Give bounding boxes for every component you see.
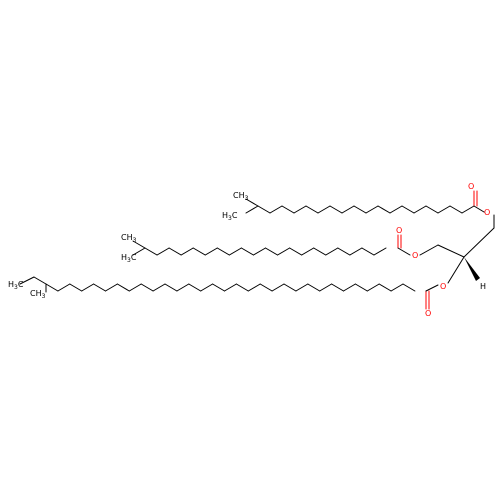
bond-8 [329,205,343,214]
bond-74 [283,283,297,292]
bond-76 [307,283,321,292]
bond-48 [397,247,411,256]
bond-62 [140,283,154,292]
bond-82 [378,283,392,292]
wedge-bond [464,257,480,281]
bond-61 [128,283,142,292]
ch3-label-top: CH3 [233,191,249,202]
bond-36 [265,247,279,256]
bond-79 [343,283,356,292]
bond-75 [295,283,309,292]
bond-80 [354,283,368,292]
bond-29 [180,247,194,256]
bond-24 [132,240,146,249]
bond-84 [402,283,416,292]
bond-33 [228,247,242,256]
bond-52 [33,276,47,285]
bond-73 [271,283,285,292]
ester-oxygen-3: O [440,282,446,291]
h3c-label-middle: H3C [121,253,137,264]
h3c-label-ethyl: H3C [8,280,24,291]
bond-28 [168,247,182,256]
bond-38 [289,247,303,256]
bond-58 [93,283,106,292]
bond-70 [235,283,249,292]
bond-6 [305,205,319,214]
ch3-label-middle: CH3 [121,233,137,244]
bond-78 [331,283,344,292]
bond-16 [425,205,439,214]
bond-49 [419,244,439,256]
bond-55 [57,283,71,292]
bond-12 [377,205,391,214]
carbonyl-oxygen-1: O [468,182,474,191]
bond-34 [240,247,254,256]
bond-71 [247,283,261,292]
bond-15 [413,205,427,214]
bond-37 [277,247,291,256]
bond-27 [156,247,170,256]
bond-68 [212,283,225,292]
bond-13 [389,205,403,214]
bond-19 [461,205,475,214]
stereo-hydrogen: H [480,282,486,291]
h3c-label-top: H3C [222,211,238,222]
bond-32 [216,247,230,256]
bond-81 [366,283,380,292]
bond-88 [447,256,465,284]
bond-67 [200,283,214,292]
bond-11 [365,205,379,214]
bond-57 [81,283,95,292]
ch3-label-bottom: CH3 [30,289,46,300]
bond-41 [325,247,339,256]
bond-44 [361,247,375,256]
bond-9 [341,205,355,214]
bond-layer [19,190,495,310]
bond-14 [401,205,415,214]
bond-59 [105,283,118,292]
bond-18 [449,205,463,214]
bond-22 [473,205,485,213]
bond-40 [313,247,327,256]
bond-30 [192,247,206,256]
bond-2 [257,205,271,214]
bond-65 [176,283,190,292]
bond-42 [337,247,351,256]
ester-oxygen-2: O [412,251,418,260]
bond-17 [437,205,451,214]
bond-39 [301,247,315,256]
bond-43 [349,247,363,256]
bond-69 [224,283,237,292]
bond-63 [152,283,166,292]
bond-4 [281,205,295,214]
bond-10 [353,205,367,214]
bond-7 [317,205,331,214]
bond-3 [269,205,283,214]
bond-0 [245,198,259,207]
bond-77 [319,283,333,292]
bond-56 [69,283,83,292]
bond-26 [144,247,158,256]
bond-87 [425,284,439,292]
bond-25 [132,247,146,256]
bond-54 [45,283,59,292]
carbonyl-oxygen-2: O [396,226,402,235]
bond-1 [245,205,259,214]
bond-89 [463,227,495,258]
bond-83 [390,283,404,292]
carbonyl-oxygen-3: O [425,309,431,318]
bond-31 [204,247,218,256]
bond-64 [164,283,178,292]
bond-72 [259,283,273,292]
bond-60 [116,283,130,292]
bond-45 [373,247,387,256]
ester-oxygen-1: O [484,208,490,217]
bond-50 [437,244,465,258]
bond-66 [188,283,202,292]
bond-5 [293,205,307,214]
bond-51 [19,276,35,285]
bond-35 [252,247,266,256]
